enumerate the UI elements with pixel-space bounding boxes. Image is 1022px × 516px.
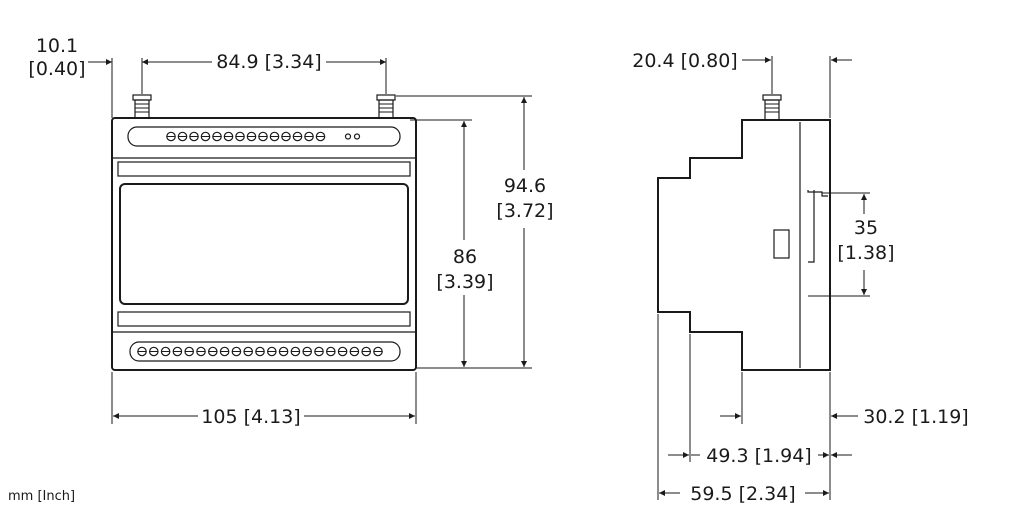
terminal-screw [290,346,301,357]
terminal-screw [166,131,176,142]
terminal-screw [292,131,303,142]
side-latch [773,229,790,259]
front-antenna-right [376,94,396,119]
front-view: 10.1 [0.40] 84.9 [3.34] 94.6 [3.72] 86 [… [28,35,553,428]
side-antenna [762,94,782,121]
terminal-screw [315,131,326,142]
terminal-screw [231,346,242,357]
terminal-screw [200,131,211,142]
led-indicator [353,133,361,140]
terminal-screw [235,131,245,142]
terminal-screw [184,346,194,357]
front-dim-antenna-offset-in: [0.40] [28,58,85,80]
side-dim-rail-in: [1.38] [837,242,894,264]
terminal-screw [361,346,371,357]
terminal-screw [149,346,159,357]
terminal-screw [243,346,253,357]
front-dim-body-height-in: [3.39] [436,271,493,293]
terminal-screw [337,346,348,357]
terminal-screw [278,346,289,357]
terminal-screw [196,346,206,357]
terminal-screw [325,346,336,357]
front-dim-antenna-spacing: 84.9 [3.34] [216,51,387,94]
terminal-screw [302,346,312,357]
terminal-screw [373,346,383,357]
terminal-screw [160,346,171,357]
side-dim-rail: 35 [1.38] [808,192,895,297]
terminal-screw [314,346,324,357]
units-label: mm [Inch] [8,489,75,504]
front-dim-width-label: 105 [4.13] [201,406,300,428]
front-antenna-left [132,94,152,119]
terminal-screw [304,131,314,142]
side-dim-antenna-offset-label: 20.4 [0.80] [632,50,737,72]
front-bottom-terminals [137,346,383,357]
side-dim-antenna-offset: 20.4 [0.80] [632,50,852,118]
terminal-screw [269,131,280,142]
terminal-screw [266,346,277,357]
side-dim-depth-mid: 49.3 [1.94] [668,445,852,467]
terminal-screw [208,346,218,357]
terminal-screw [219,346,230,357]
side-dim-rail-mm: 35 [854,217,878,239]
side-dim-depth-mid-label: 49.3 [1.94] [706,445,811,467]
front-dim-antenna-offset: 10.1 [0.40] [28,35,212,118]
side-housing-profile [657,119,831,371]
front-dim-width: 105 [4.13] [111,372,417,428]
side-view: 20.4 [0.80] 35 [1.38] 30.2 [1.19] [632,50,968,505]
terminal-screw [172,346,183,357]
terminal-screw [255,346,265,357]
terminal-screw [223,131,234,142]
front-dim-antenna-offset-mm: 10.1 [36,35,78,57]
side-dim-depth-back: 30.2 [1.19] [720,406,969,428]
terminal-screw [212,131,222,142]
front-dim-total-height-mm: 94.6 [504,175,546,197]
led-indicator [344,133,352,140]
front-dim-body-height-mm: 86 [453,246,477,268]
terminal-screw [258,131,268,142]
front-dim-total-height-in: [3.72] [496,200,553,222]
front-dim-total-height: 94.6 [3.72] [396,95,554,369]
terminal-screw [189,131,199,142]
front-housing [111,117,417,371]
side-dim-depth-total-label: 59.5 [2.34] [690,483,795,505]
side-dim-depth-total: 59.5 [2.34] [659,483,829,505]
terminal-screw [281,131,291,142]
front-top-terminals [166,131,361,142]
terminal-screw [137,346,147,357]
side-dim-depth-back-label: 30.2 [1.19] [863,406,968,428]
terminal-screw [177,131,188,142]
terminal-screw [246,131,257,142]
terminal-screw [349,346,360,357]
side-din-clip [807,190,828,263]
front-dim-body-height: 86 [3.39] [410,119,494,367]
front-dim-antenna-spacing-label: 84.9 [3.34] [216,51,321,73]
